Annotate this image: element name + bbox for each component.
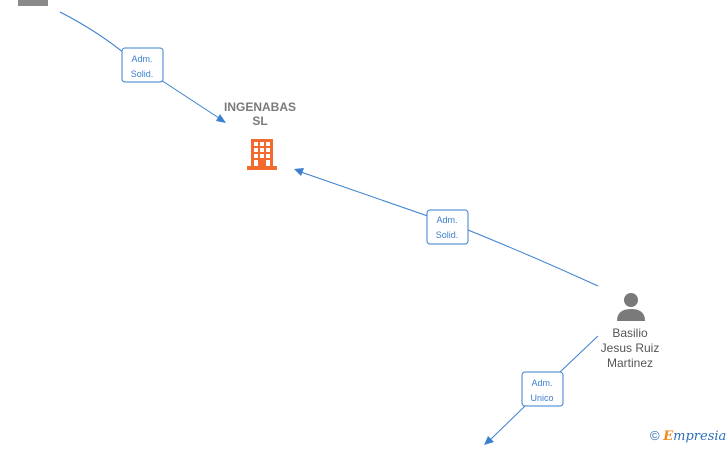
arrowhead-2 xyxy=(294,168,304,176)
brand-logo: Empresia xyxy=(663,429,726,444)
edge-label-line1: Adm. xyxy=(131,54,152,64)
edge-label-line2: Solid. xyxy=(436,230,459,240)
company-name-line2: SL xyxy=(252,114,268,128)
person-icon[interactable] xyxy=(615,291,647,321)
person-name-line3: Martinez xyxy=(606,356,653,370)
person-name-line1: Basilio xyxy=(612,326,648,340)
offscreen-person-icon[interactable] xyxy=(18,0,48,6)
brand-rest: mpresia xyxy=(673,429,727,444)
edge-label-adm-unico[interactable]: Adm. Unico xyxy=(521,371,564,407)
company-name-line1: INGENABAS xyxy=(223,100,296,114)
edge-label-adm-solid-1[interactable]: Adm. Solid. xyxy=(121,47,164,83)
edge-label-line1: Adm. xyxy=(531,378,552,388)
edge-label-line2: Unico xyxy=(530,393,553,403)
brand-initial: E xyxy=(663,429,674,444)
company-name[interactable]: INGENABAS SL xyxy=(210,100,310,128)
edge-label-line1: Adm. xyxy=(436,215,457,225)
arrowhead-3 xyxy=(484,436,494,445)
person-name-line2: Jesus Ruiz xyxy=(600,341,660,355)
edge-label-adm-solid-2[interactable]: Adm. Solid. xyxy=(426,209,469,245)
edge-label-line2: Solid. xyxy=(131,69,154,79)
person-name[interactable]: Basilio Jesus Ruiz Martinez xyxy=(584,326,676,371)
building-icon[interactable] xyxy=(246,137,278,171)
copyright-icon: © xyxy=(650,428,660,443)
arrowhead-1 xyxy=(216,114,226,123)
edge-adm-solid-2 xyxy=(297,170,599,287)
empresia-watermark: © Empresia xyxy=(650,428,726,444)
